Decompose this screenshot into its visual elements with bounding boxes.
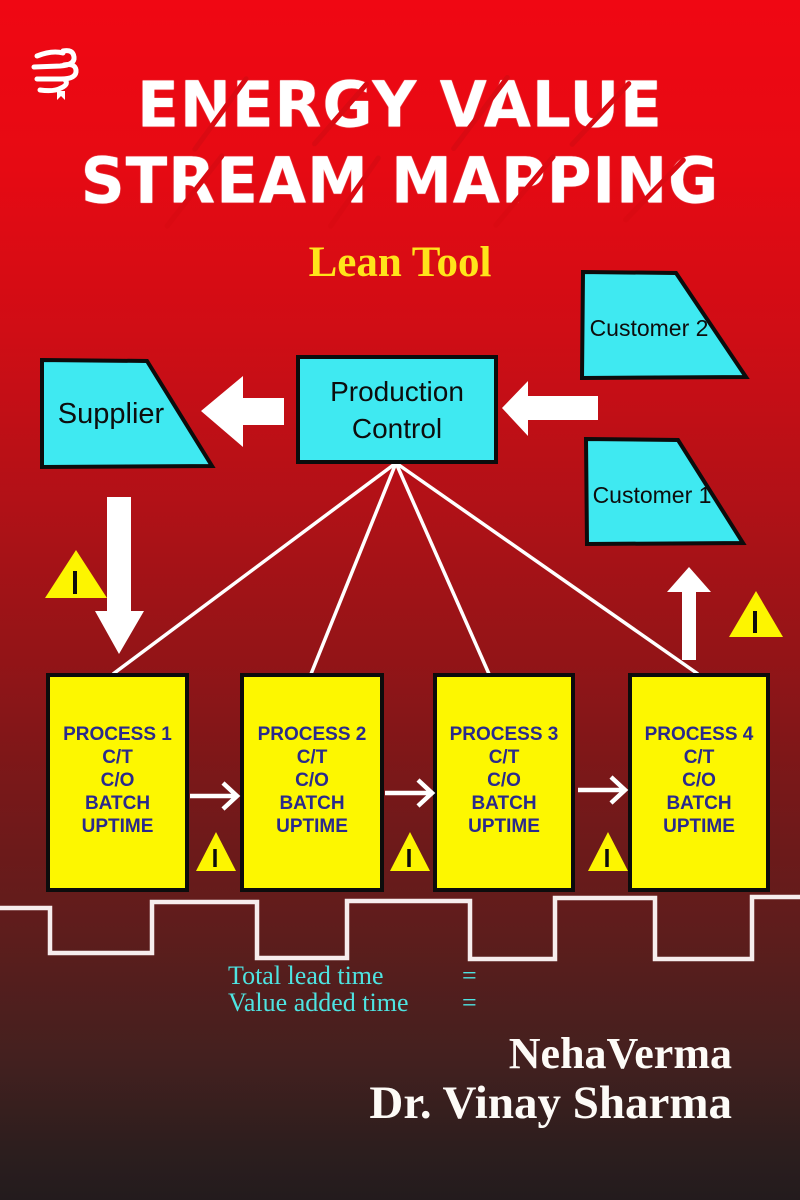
line-arrow-p2-p3-icon [385, 778, 436, 808]
process-flow-arrows [190, 775, 629, 811]
line-arrow-p1-p2-icon [190, 781, 241, 811]
process-field: C/O [100, 770, 135, 791]
warning-triangle-icon-p1-p2 [196, 832, 236, 871]
line-arrow-p3-p4-icon [578, 775, 629, 805]
process-field: BATCH [84, 793, 151, 814]
process-4-box [628, 673, 770, 892]
process-field: UPTIME [468, 816, 540, 837]
process-4-text: PROCESS 4 C/T C/O BATCH UPTIME [630, 723, 768, 838]
production-control-label: Production Control [298, 373, 496, 447]
supplier-label: Supplier [57, 398, 165, 430]
customer-2-shape [579, 269, 750, 381]
value-added-time-label: Value added time [228, 988, 409, 1017]
fan-line-to-process-2 [309, 462, 398, 675]
process-field: BATCH [666, 793, 732, 814]
process-2-text: PROCESS 2 C/T C/O BATCH UPTIME [242, 723, 382, 838]
process-2-box [240, 673, 384, 892]
process-1-box [46, 673, 189, 892]
process-3-text: PROCESS 3 C/T C/O BATCH UPTIME [435, 723, 573, 838]
title-line-2: STREAM MAPPING [80, 144, 720, 218]
process-3-box [433, 673, 575, 892]
warning-triangle-icon-customer [729, 591, 783, 637]
total-lead-time-value: = [462, 961, 477, 990]
arrow-up-process-to-customer-icon [667, 567, 711, 660]
subtitle: Lean Tool [308, 239, 492, 286]
process-field: C/O [682, 770, 716, 791]
process-field: BATCH [471, 793, 537, 814]
warning-triangle-icon-p3-p4 [588, 832, 628, 871]
process-name: PROCESS 1 [63, 724, 172, 745]
process-field: C/T [296, 747, 328, 768]
total-lead-time-label: Total lead time [228, 961, 384, 990]
process-field: C/O [295, 770, 329, 791]
value-added-time-value: = [462, 988, 477, 1017]
customer-1-shape [583, 436, 747, 547]
process-field: UPTIME [663, 816, 735, 837]
production-control-label-line1: Production [330, 376, 464, 407]
process-name: PROCESS 3 [449, 724, 559, 745]
process-field: UPTIME [81, 816, 154, 837]
warning-triangle-icon-supplier [45, 550, 107, 598]
author-name-2: Dr. Vinay Sharma [369, 1077, 732, 1129]
warning-icons [45, 550, 783, 871]
process-field: C/O [487, 770, 521, 791]
fan-line-to-process-4 [394, 461, 700, 676]
author-name-1: NehaVerma [508, 1029, 732, 1078]
production-control-fan-lines [111, 461, 700, 676]
process-field: UPTIME [276, 816, 348, 837]
arrow-customer-to-pc-icon [502, 381, 598, 436]
arrow-pc-to-supplier-icon [201, 376, 284, 447]
arrow-down-supplier-to-process-icon [95, 497, 144, 654]
fan-line-to-process-3 [394, 462, 491, 675]
lead-time-ladder-line [0, 894, 800, 962]
customer-2-label: Customer 2 [589, 315, 709, 341]
supplier-shape [40, 357, 216, 470]
process-1-text: PROCESS 1 C/T C/O BATCH UPTIME [48, 723, 187, 838]
process-field: C/T [683, 747, 715, 768]
process-field: BATCH [279, 793, 345, 814]
authors: NehaVerma Dr. Vinay Sharma [369, 1032, 732, 1127]
warning-triangle-icon-p2-p3 [390, 832, 430, 871]
production-control-label-line2: Control [351, 413, 443, 444]
publisher-logo-icon [30, 42, 82, 102]
production-control-shape [296, 355, 498, 464]
customer-1-label: Customer 1 [592, 482, 712, 508]
process-field: C/T [488, 747, 520, 768]
process-name: PROCESS 4 [644, 724, 754, 745]
fan-line-to-process-1 [111, 461, 398, 676]
process-field: C/T [102, 747, 133, 768]
process-name: PROCESS 2 [257, 724, 367, 745]
